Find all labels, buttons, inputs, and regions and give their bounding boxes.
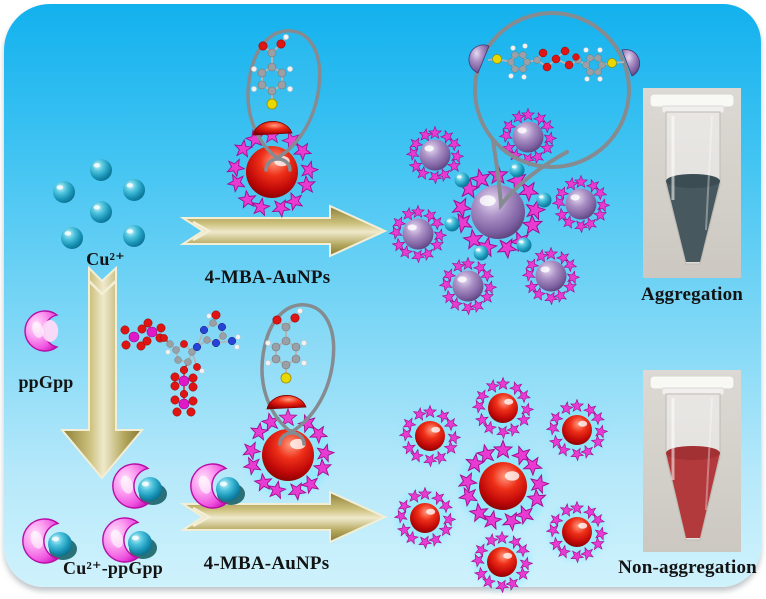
crescent-ppgpp-icon (24, 310, 59, 352)
mba-aunps-label-top: 4-MBA-AuNPs (204, 267, 331, 288)
reaction-arrow-top (179, 204, 388, 258)
dispersed-tube-photo (643, 370, 741, 552)
down-arrow (59, 265, 145, 480)
cu-ion-cluster (53, 159, 145, 249)
aggregated-tube-photo (643, 88, 741, 278)
mba-aunps-label-bottom: 4-MBA-AuNPs (203, 553, 330, 574)
nanoparticle-layer (22, 108, 612, 595)
non-aggregation-caption: Non-aggregation (618, 557, 757, 578)
cu-ppgpp-complex-label: Cu²⁺-ppGpp (63, 558, 163, 578)
magnifier-balloon-bridged-icon (468, 11, 641, 211)
cu-ppgpp-complexes (22, 463, 245, 564)
aggregated-aunp-cluster (388, 108, 612, 317)
overlay-layer (120, 11, 741, 552)
cu-ion-label: Cu²⁺ (86, 249, 125, 269)
aggregation-caption: Aggregation (640, 284, 744, 305)
magnifier-balloon-icon (239, 25, 327, 172)
ppgpp-structure-icon (120, 310, 241, 417)
ppgpp-label: ppGpp (18, 372, 74, 392)
mba-aunp-bottom (241, 408, 337, 503)
dispersed-aunp-cluster (393, 377, 610, 595)
